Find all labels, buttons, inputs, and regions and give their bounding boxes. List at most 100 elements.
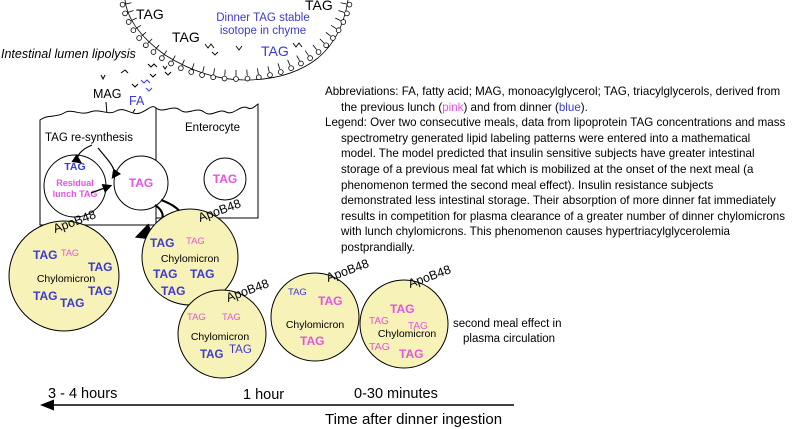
enterocyte-label: Enterocyte	[185, 122, 240, 134]
abbreviations-end: ).	[580, 100, 588, 114]
tag-resynthesis-label: TAG re-synthesis	[45, 132, 133, 144]
phospholipid-head	[323, 42, 329, 49]
tag-label: TAG	[150, 236, 174, 250]
resynthesis-arrow-new	[97, 147, 122, 179]
phospholipid-tail	[325, 31, 331, 37]
chyme-fatty-acids	[204, 42, 303, 56]
phospholipid-tail	[141, 31, 147, 37]
tag-label: TAG	[190, 267, 214, 281]
tag-label: TAG	[408, 321, 428, 332]
time-label-1-hour: 1 hour	[243, 387, 284, 403]
phospholipid-tail	[202, 66, 205, 73]
abbreviations-paragraph: Abbreviations: FA, fatty acid; MAG, mono…	[325, 84, 787, 115]
tag-label: TAG	[200, 349, 223, 361]
phospholipid-head	[159, 55, 165, 61]
phospholipid-tail	[125, 2, 132, 5]
tag-label: TAG	[88, 284, 112, 298]
phospholipid-tail	[287, 59, 291, 66]
tag-label: TAG	[33, 289, 57, 303]
isotope-label-line2: isotope in chyme	[220, 25, 306, 37]
phospholipid-head	[267, 72, 273, 78]
abbreviations-mid: ) and from dinner (	[463, 100, 559, 114]
lipolysis-fragments	[100, 63, 172, 92]
apob48-label: ApoB48	[324, 256, 371, 284]
phospholipid-tail	[172, 55, 176, 62]
phospholipid-tail	[155, 44, 160, 50]
phospholipid-head	[125, 19, 132, 25]
chyme-tag-3: TAG	[305, 0, 333, 13]
second-meal-label-line1: second meal effect in	[453, 318, 561, 330]
phospholipid-head	[136, 35, 142, 41]
time-axis-label: Time after dinner ingestion	[325, 411, 502, 428]
tag-label: TAG	[60, 296, 84, 310]
chylomicron-label: Chylomicron	[286, 319, 345, 331]
phospholipid-head	[315, 49, 322, 55]
time-label-0-30-minutes: 0-30 minutes	[354, 386, 438, 402]
phospholipid-head	[199, 72, 205, 78]
tag-label: TAG	[61, 248, 79, 258]
phospholipid-tail	[181, 59, 185, 66]
mag-label: MAG	[93, 87, 121, 101]
phospholipid-tail	[267, 66, 270, 73]
tag-label: TAG	[222, 312, 241, 323]
phospholipid-head	[122, 10, 128, 17]
phospholipid-head	[210, 74, 216, 81]
phospholipid-tail	[304, 50, 309, 56]
phospholipid-head	[340, 19, 347, 25]
phospholipid-tail	[257, 68, 259, 75]
legend-block: Abbreviations: FA, fatty acid; MAG, mono…	[325, 84, 787, 256]
tag-label: TAG	[33, 248, 57, 262]
chylomicron-label: Chylomicron	[191, 331, 250, 343]
phospholipid-head	[168, 60, 174, 67]
tag-label: TAG	[300, 334, 324, 348]
legend-paragraph: Legend: Over two consecutive meals, data…	[325, 116, 786, 254]
isotope-label-line1: Dinner TAG stable	[216, 12, 310, 24]
phospholipid-head	[330, 35, 336, 41]
phospholipid-head	[346, 1, 353, 8]
phospholipid-head	[221, 75, 228, 82]
abbreviations-text: Abbreviations: FA, fatty acid; MAG, mono…	[325, 85, 781, 114]
phospholipid-head	[277, 69, 284, 75]
time-axis-arrow	[40, 399, 514, 411]
residual-dinner-tag: TAG	[64, 161, 85, 173]
residual-label-line1: Residual	[56, 178, 94, 188]
phospholipid-tail	[213, 68, 215, 75]
new-tag-droplet	[113, 155, 169, 211]
phospholipid-tail	[163, 50, 168, 56]
new-droplet-tag: TAG	[129, 176, 153, 190]
blue-keyword: blue	[558, 100, 581, 114]
tag-label: TAG	[161, 284, 185, 298]
chyme-dinner-tag: TAG	[261, 43, 289, 59]
phospholipid-tail	[277, 63, 281, 70]
resynthesis-arrow-residual	[71, 144, 93, 164]
phospholipid-tail	[312, 44, 317, 50]
chyme-tag-1: TAG	[136, 6, 164, 22]
tag-label: TAG	[153, 267, 177, 281]
phospholipid-tail	[191, 63, 195, 70]
phospholipid-head	[130, 27, 137, 34]
mobilization-arrow	[90, 183, 113, 194]
phospholipid-tail	[131, 17, 137, 22]
phospholipid-head	[335, 27, 342, 34]
chyme-droplet	[119, 0, 353, 82]
phospholipid-tail	[338, 10, 345, 13]
phospholipid-head	[119, 1, 126, 8]
tag-label: TAG	[187, 312, 206, 323]
apob48-label: ApoB48	[406, 262, 453, 290]
lumen-lipolysis-label: Intestinal lumen lipolysis	[1, 47, 136, 61]
time-label-3-4-hours: 3 - 4 hours	[48, 386, 117, 402]
phospholipid-tail	[335, 17, 341, 22]
chylomicron-particle: ApoB48 TAG TAG TAG Chylomicron TAG TAG	[359, 262, 453, 369]
tag-label: TAG	[186, 236, 205, 247]
chylomicron-label: Chylomicron	[161, 253, 220, 265]
phospholipid-head	[288, 65, 294, 71]
phospholipid-head	[178, 65, 184, 71]
phospholipid-head	[307, 55, 313, 61]
chyme-tag-2: TAG	[172, 29, 200, 45]
tag-label: TAG	[369, 316, 389, 327]
phospholipid-tail	[135, 24, 142, 29]
tag-label: TAG	[88, 260, 112, 274]
phospholipid-head	[143, 42, 149, 49]
phospholipid-head	[256, 74, 262, 81]
phospholipid-tail	[330, 24, 337, 29]
